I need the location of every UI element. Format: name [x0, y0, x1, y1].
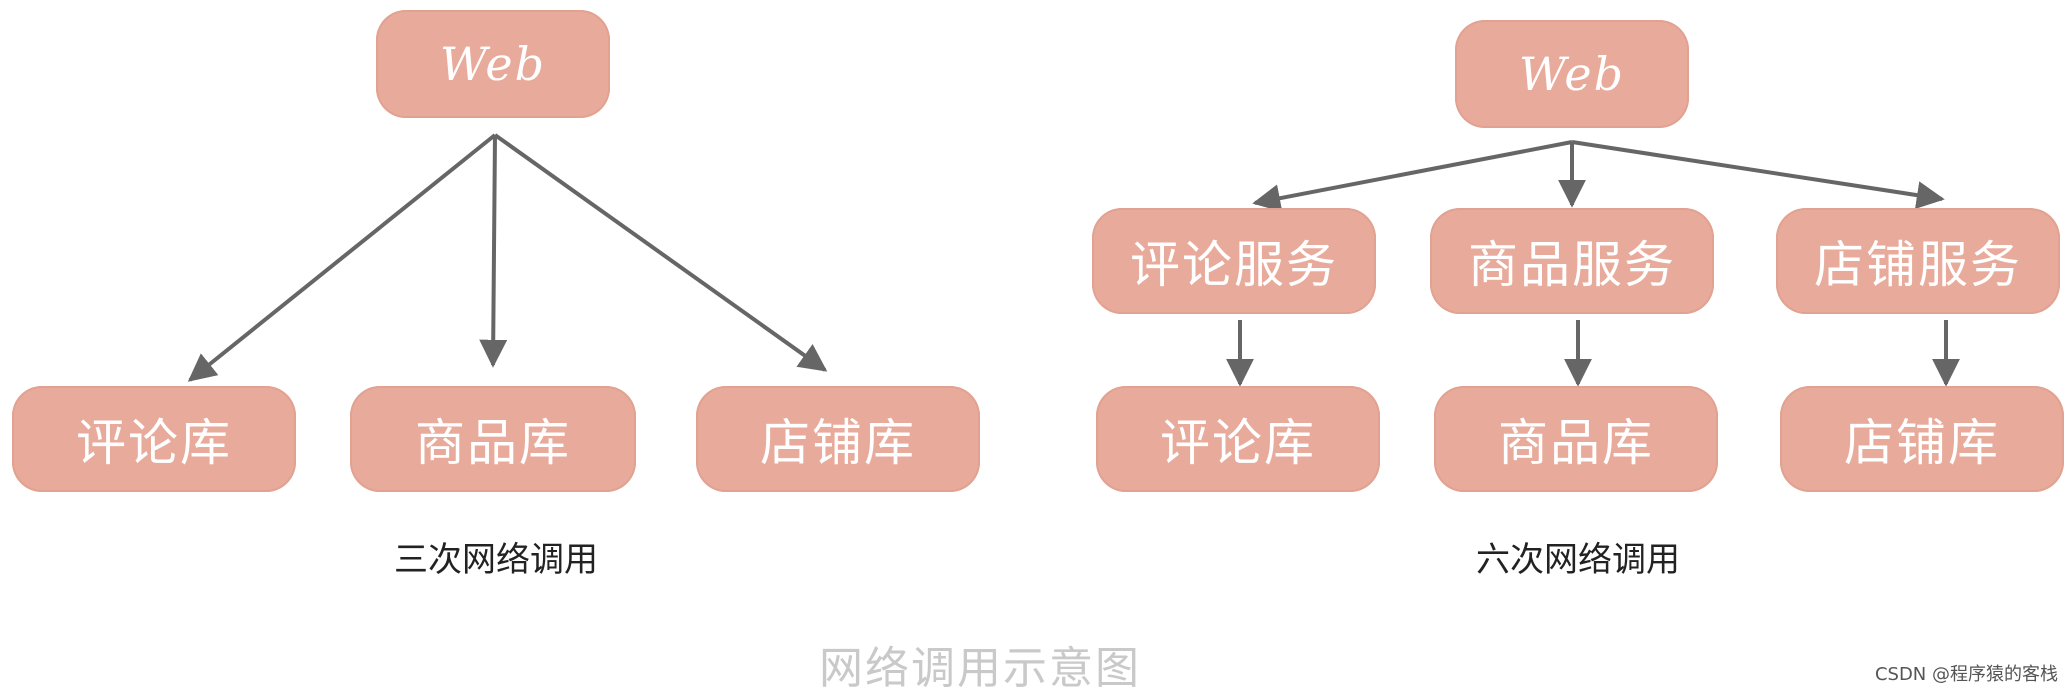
left-caption: 三次网络调用	[394, 540, 598, 580]
edge-web-to-shop-db	[493, 133, 828, 372]
right-caption: 六次网络调用	[1476, 540, 1680, 580]
left-web-node: Web	[376, 10, 610, 118]
left-shop-db-node: 店铺库	[696, 386, 980, 492]
right-comment-service-node: 评论服务	[1092, 208, 1376, 314]
left-product-db-node: 商品库	[350, 386, 636, 492]
right-shop-db-node: 店铺库	[1780, 386, 2064, 492]
figure-title: 网络调用示意图	[819, 643, 1141, 694]
edge-web-to-comment-service	[1252, 140, 1573, 212]
edge-web-to-product-db	[479, 134, 508, 368]
right-comment-db-node: 评论库	[1096, 386, 1380, 492]
right-product-service-node: 商品服务	[1430, 208, 1714, 314]
left-comment-db-node: 评论库	[12, 386, 296, 492]
edge-web-to-comment-db	[187, 133, 497, 382]
watermark: CSDN @程序猿的客栈	[1874, 664, 2058, 685]
right-shop-service-node: 店铺服务	[1776, 208, 2060, 314]
right-product-db-node: 商品库	[1434, 386, 1718, 492]
right-web-node: Web	[1455, 20, 1689, 128]
edge-web-to-shop-service	[1571, 140, 1945, 209]
